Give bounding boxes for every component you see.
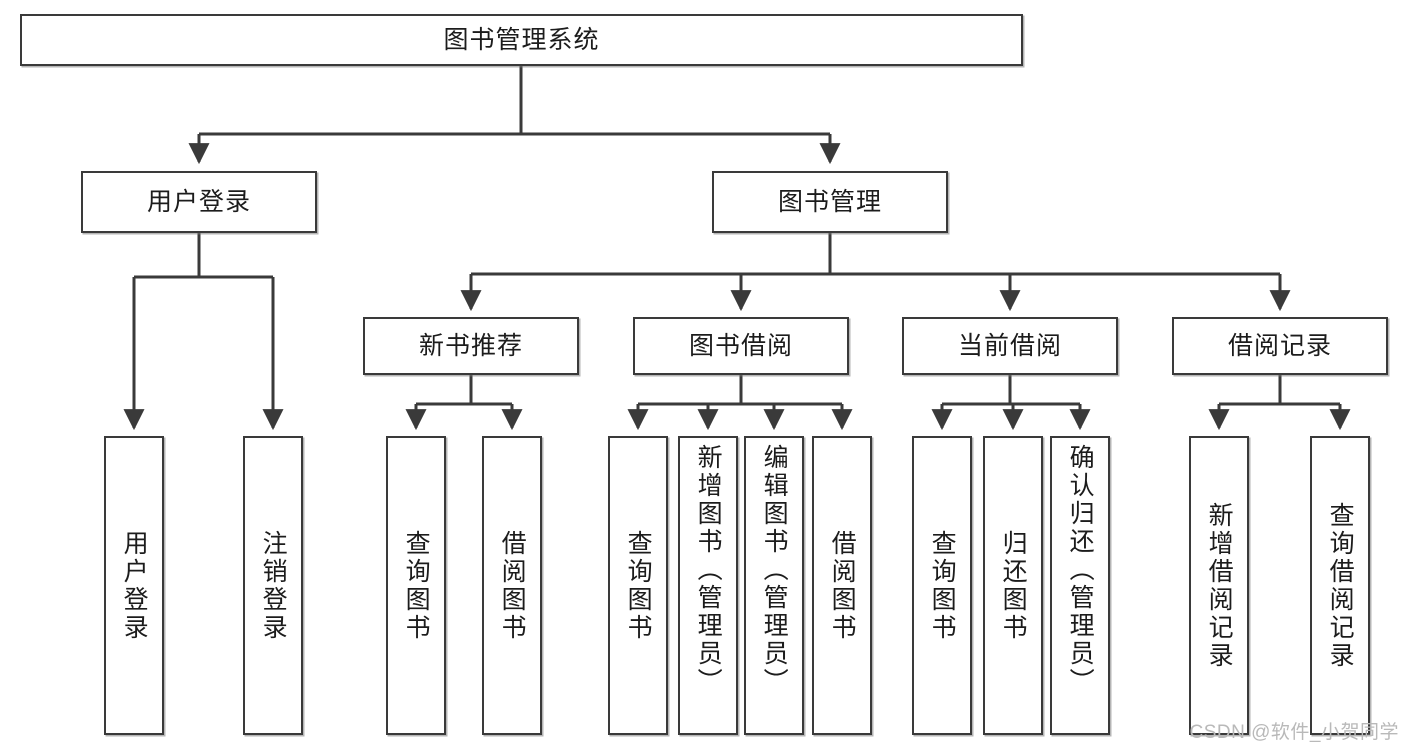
node-query-book-3-label: 查询图书 xyxy=(928,529,957,642)
node-user-login-do[interactable]: 用户登录 xyxy=(104,436,164,735)
node-query-book-1[interactable]: 查询图书 xyxy=(386,436,446,735)
node-user-login-do-label: 用户登录 xyxy=(120,529,149,642)
node-query-book-3[interactable]: 查询图书 xyxy=(912,436,972,735)
node-book-manage-label: 图书管理 xyxy=(777,188,882,216)
node-root[interactable]: 图书管理系统 xyxy=(20,14,1023,66)
node-book-borrow-label: 图书借阅 xyxy=(688,332,793,360)
node-query-book-2-label: 查询图书 xyxy=(624,529,653,642)
edge-current-borrow-bus xyxy=(942,375,1080,406)
node-borrow-book-1[interactable]: 借阅图书 xyxy=(482,436,542,735)
node-user-logout[interactable]: 注销登录 xyxy=(243,436,303,735)
edge-borrow-records-bus xyxy=(1219,375,1340,406)
node-borrow-book-2-label: 借阅图书 xyxy=(828,529,857,642)
node-edit-book-admin[interactable]: 编辑图书（管理员） xyxy=(744,436,804,735)
edge-new-book-recommend-bus xyxy=(416,375,512,406)
node-book-borrow[interactable]: 图书借阅 xyxy=(633,317,849,375)
node-root-label: 图书管理系统 xyxy=(443,26,600,54)
node-confirm-return-admin-label: 确认归还（管理员） xyxy=(1066,444,1095,696)
edge-book-borrow-bus xyxy=(638,375,842,406)
node-current-borrow[interactable]: 当前借阅 xyxy=(902,317,1118,375)
node-query-book-1-label: 查询图书 xyxy=(402,529,431,642)
node-return-book[interactable]: 归还图书 xyxy=(983,436,1043,735)
node-new-book-recommend[interactable]: 新书推荐 xyxy=(363,317,579,375)
node-borrow-records-label: 借阅记录 xyxy=(1227,332,1332,360)
node-query-book-2[interactable]: 查询图书 xyxy=(608,436,668,735)
node-confirm-return-admin[interactable]: 确认归还（管理员） xyxy=(1050,436,1110,735)
node-add-book-admin[interactable]: 新增图书（管理员） xyxy=(678,436,738,735)
node-borrow-book-1-label: 借阅图书 xyxy=(498,529,527,642)
node-return-book-label: 归还图书 xyxy=(999,529,1028,642)
node-user-login[interactable]: 用户登录 xyxy=(81,171,317,233)
node-add-book-admin-label: 新增图书（管理员） xyxy=(694,444,723,696)
node-current-borrow-label: 当前借阅 xyxy=(957,332,1062,360)
node-user-logout-label: 注销登录 xyxy=(259,529,288,642)
node-book-manage[interactable]: 图书管理 xyxy=(712,171,948,233)
edge-root-bus xyxy=(199,66,830,136)
watermark: CSDN @软件_小贺同学 xyxy=(1189,722,1399,743)
node-add-borrow-record[interactable]: 新增借阅记录 xyxy=(1189,436,1249,735)
node-borrow-book-2[interactable]: 借阅图书 xyxy=(812,436,872,735)
node-edit-book-admin-label: 编辑图书（管理员） xyxy=(760,444,789,696)
node-user-login-label: 用户登录 xyxy=(146,188,251,216)
node-query-borrow-record[interactable]: 查询借阅记录 xyxy=(1310,436,1370,735)
node-borrow-records[interactable]: 借阅记录 xyxy=(1172,317,1388,375)
node-new-book-recommend-label: 新书推荐 xyxy=(418,332,523,360)
node-query-borrow-record-label: 查询借阅记录 xyxy=(1326,501,1355,670)
edge-book-manage-bus xyxy=(471,233,1280,276)
edge-user-login-bus xyxy=(134,233,273,279)
node-add-borrow-record-label: 新增借阅记录 xyxy=(1205,501,1234,670)
